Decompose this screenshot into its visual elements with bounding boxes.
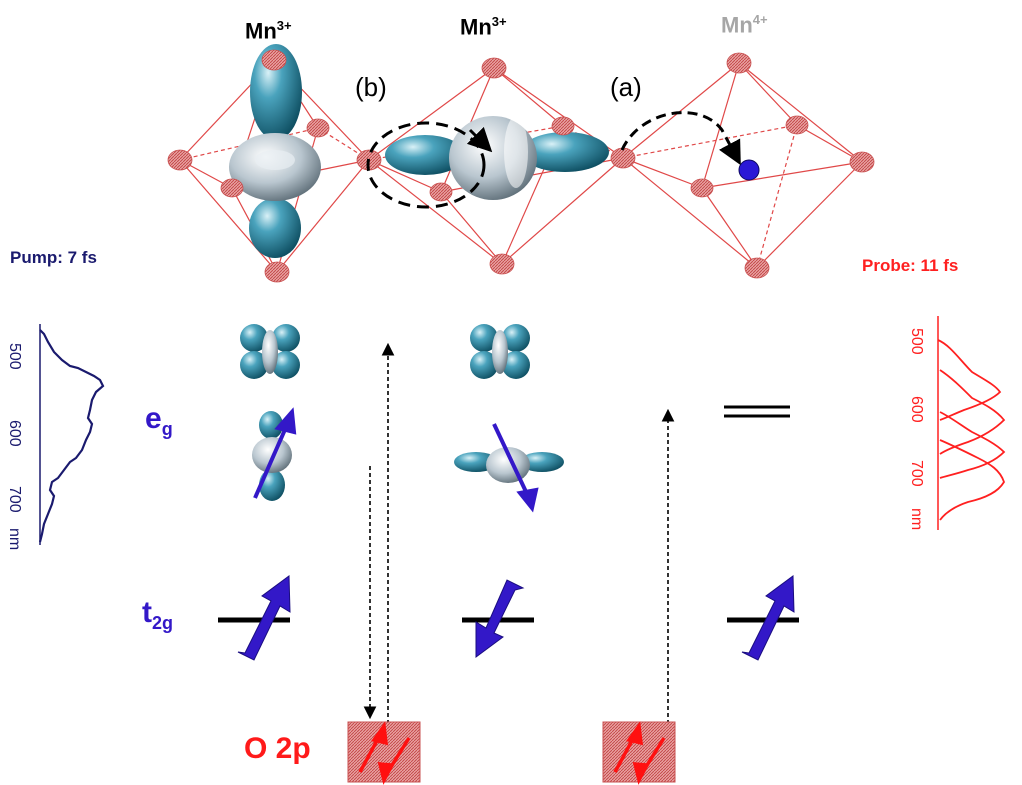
t2g-label: t2g: [142, 596, 174, 633]
eg-label: eg: [145, 402, 173, 439]
ion-label-right: Mn4+: [721, 12, 768, 38]
eg-upper-orbital-left: [240, 324, 300, 379]
eg-lower-orbital-left: [252, 411, 292, 501]
ion-label-left: Mn3+: [245, 18, 292, 44]
hop-path-b: [366, 121, 493, 209]
hop-path-a: [620, 111, 741, 166]
eg-upper-orbital-middle: [470, 324, 530, 379]
transition-arrows: [363, 342, 675, 724]
electron: [738, 159, 760, 181]
pump-tick-700: 700: [6, 486, 23, 513]
mn4-eg-levels: [724, 405, 790, 418]
probe-tick-500: 500: [908, 328, 925, 355]
t2g-spin-arrows: [237, 575, 795, 661]
pump-tick-600: 600: [6, 420, 23, 447]
eg-spin-arrows: [253, 407, 539, 513]
octahedron-right: [622, 62, 863, 269]
probe-tick-600: 600: [908, 396, 925, 423]
o2p-label: O 2p: [244, 732, 311, 765]
o2p-box-left: [347, 721, 421, 785]
probe-unit: nm: [908, 508, 925, 530]
o2p-box-right: [602, 721, 676, 785]
pump-unit: nm: [6, 528, 23, 550]
middle-dx2-orbital: [385, 116, 609, 200]
pump-axis-labels: 500 600 700 nm: [6, 343, 23, 550]
probe-axis-labels: 500 600 700 nm: [908, 328, 925, 530]
probe-spectrum: [937, 316, 1006, 530]
probe-tick-700: 700: [908, 460, 925, 487]
pump-tick-500: 500: [6, 343, 23, 370]
pump-label: Pump: 7 fs: [10, 248, 97, 267]
left-dz2-orbital: [229, 44, 321, 258]
site-label-a: (a): [610, 72, 642, 102]
pump-spectrum: [38, 324, 105, 545]
probe-label: Probe: 11 fs: [862, 256, 959, 275]
ion-label-middle: Mn3+: [460, 14, 507, 40]
site-label-b: (b): [355, 72, 387, 102]
